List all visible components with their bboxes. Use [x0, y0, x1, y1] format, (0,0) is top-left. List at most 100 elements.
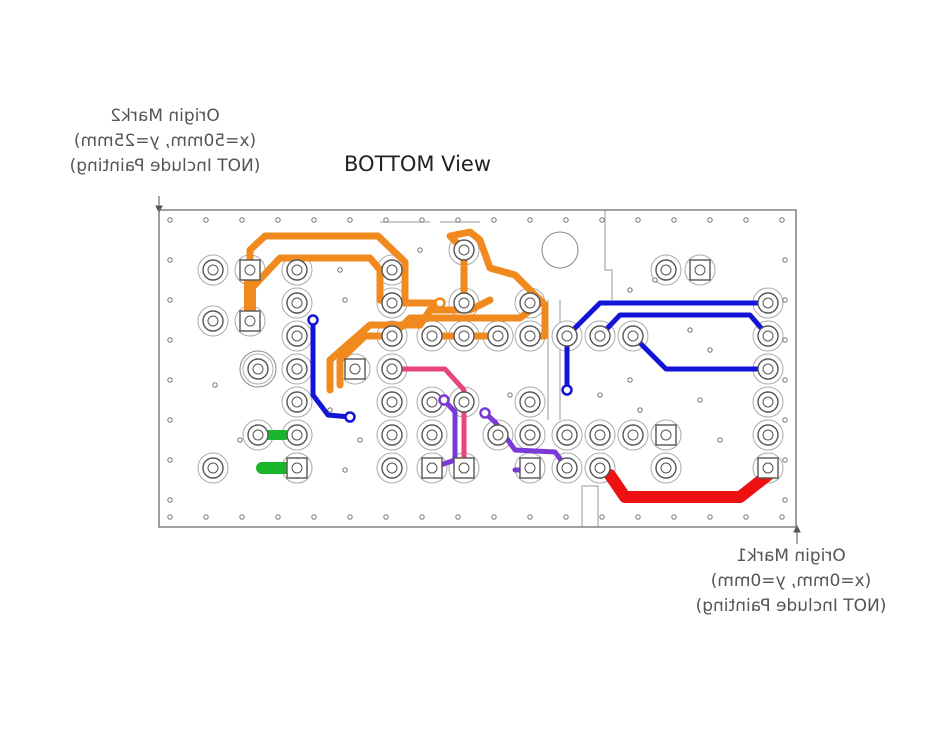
pad-hole — [627, 429, 639, 441]
small-via — [167, 297, 173, 303]
small-via — [311, 217, 317, 223]
pad-hole — [458, 330, 470, 342]
small-via — [419, 514, 425, 520]
pad-hole — [426, 429, 438, 441]
small-via — [635, 514, 641, 520]
trace-via — [307, 314, 319, 326]
small-via — [599, 514, 605, 520]
small-via — [707, 217, 713, 223]
pad-hole — [426, 396, 438, 408]
pad-hole — [291, 396, 303, 408]
small-via — [782, 457, 788, 463]
small-via — [527, 217, 533, 223]
small-via — [275, 514, 281, 520]
pad-hole — [660, 264, 672, 276]
small-via — [203, 217, 209, 223]
pad-hole — [524, 429, 536, 441]
small-via — [417, 247, 423, 253]
pad-hole — [458, 244, 470, 256]
board-cutouts — [380, 210, 613, 527]
small-via — [275, 217, 281, 223]
pad-hole — [386, 396, 398, 408]
small-via — [779, 217, 785, 223]
small-via — [687, 327, 693, 333]
small-via — [599, 217, 605, 223]
trace-segment — [564, 300, 771, 393]
pad-hole — [386, 264, 398, 276]
small-via — [635, 217, 641, 223]
pad-hole — [291, 264, 303, 276]
small-via — [782, 297, 788, 303]
small-via — [167, 514, 173, 520]
small-via — [167, 217, 173, 223]
pad-hole — [458, 297, 470, 309]
pad-hole — [386, 429, 398, 441]
pad-hole — [349, 363, 361, 375]
trace-segment — [597, 312, 771, 339]
small-via — [782, 337, 788, 343]
small-via — [707, 347, 713, 353]
trace-via — [479, 407, 491, 419]
small-via — [455, 514, 461, 520]
small-via — [563, 514, 569, 520]
small-via — [627, 377, 633, 383]
small-via — [239, 217, 245, 223]
pad-hole — [762, 363, 774, 375]
origin-mark2-arrow — [155, 196, 163, 214]
pad-hole — [660, 429, 672, 441]
small-via — [327, 407, 333, 413]
pad-hole — [762, 429, 774, 441]
pad-hole — [524, 396, 536, 408]
small-via — [652, 277, 658, 283]
pad-hole — [291, 363, 303, 375]
pad-hole — [426, 462, 438, 474]
small-via — [507, 392, 513, 398]
small-via — [347, 514, 353, 520]
small-via — [239, 514, 245, 520]
pad-hole — [207, 315, 219, 327]
pad-hole — [291, 330, 303, 342]
trace-segment — [310, 317, 353, 420]
pad-hole — [524, 462, 536, 474]
pad-hole — [524, 330, 536, 342]
pad-hole — [458, 462, 470, 474]
small-via — [707, 514, 713, 520]
small-via — [782, 497, 788, 503]
pad-hole — [561, 429, 573, 441]
small-via — [203, 514, 209, 520]
trace-via — [438, 394, 450, 406]
pad-hole — [762, 462, 774, 474]
small-via — [167, 497, 173, 503]
small-via — [779, 514, 785, 520]
mounting-ring — [541, 231, 579, 269]
pad-hole — [594, 330, 606, 342]
trace-via — [434, 297, 446, 309]
small-via — [782, 417, 788, 423]
small-via — [311, 514, 317, 520]
trace-segment — [446, 228, 549, 340]
small-via — [563, 217, 569, 223]
pad-hole — [561, 462, 573, 474]
trace-via — [344, 411, 356, 423]
trace-segment — [429, 397, 458, 471]
trace-segment — [482, 410, 570, 471]
pad-hole — [762, 330, 774, 342]
trace-segment — [630, 333, 771, 372]
view-title: BOTTOM View — [344, 152, 492, 176]
small-via — [212, 382, 218, 388]
pad-hole — [762, 297, 774, 309]
pad-hole — [244, 264, 256, 276]
pad-hole — [291, 297, 303, 309]
small-via — [237, 437, 243, 443]
trace-segment — [389, 366, 467, 471]
pad-hole — [386, 297, 398, 309]
small-via — [419, 217, 425, 223]
pad-hole — [458, 396, 470, 408]
board-outline — [158, 209, 797, 528]
small-via — [167, 257, 173, 263]
pad-hole — [386, 330, 398, 342]
pad-hole — [524, 297, 536, 309]
small-via — [627, 287, 633, 293]
origin-mark1-arrow — [793, 524, 801, 544]
